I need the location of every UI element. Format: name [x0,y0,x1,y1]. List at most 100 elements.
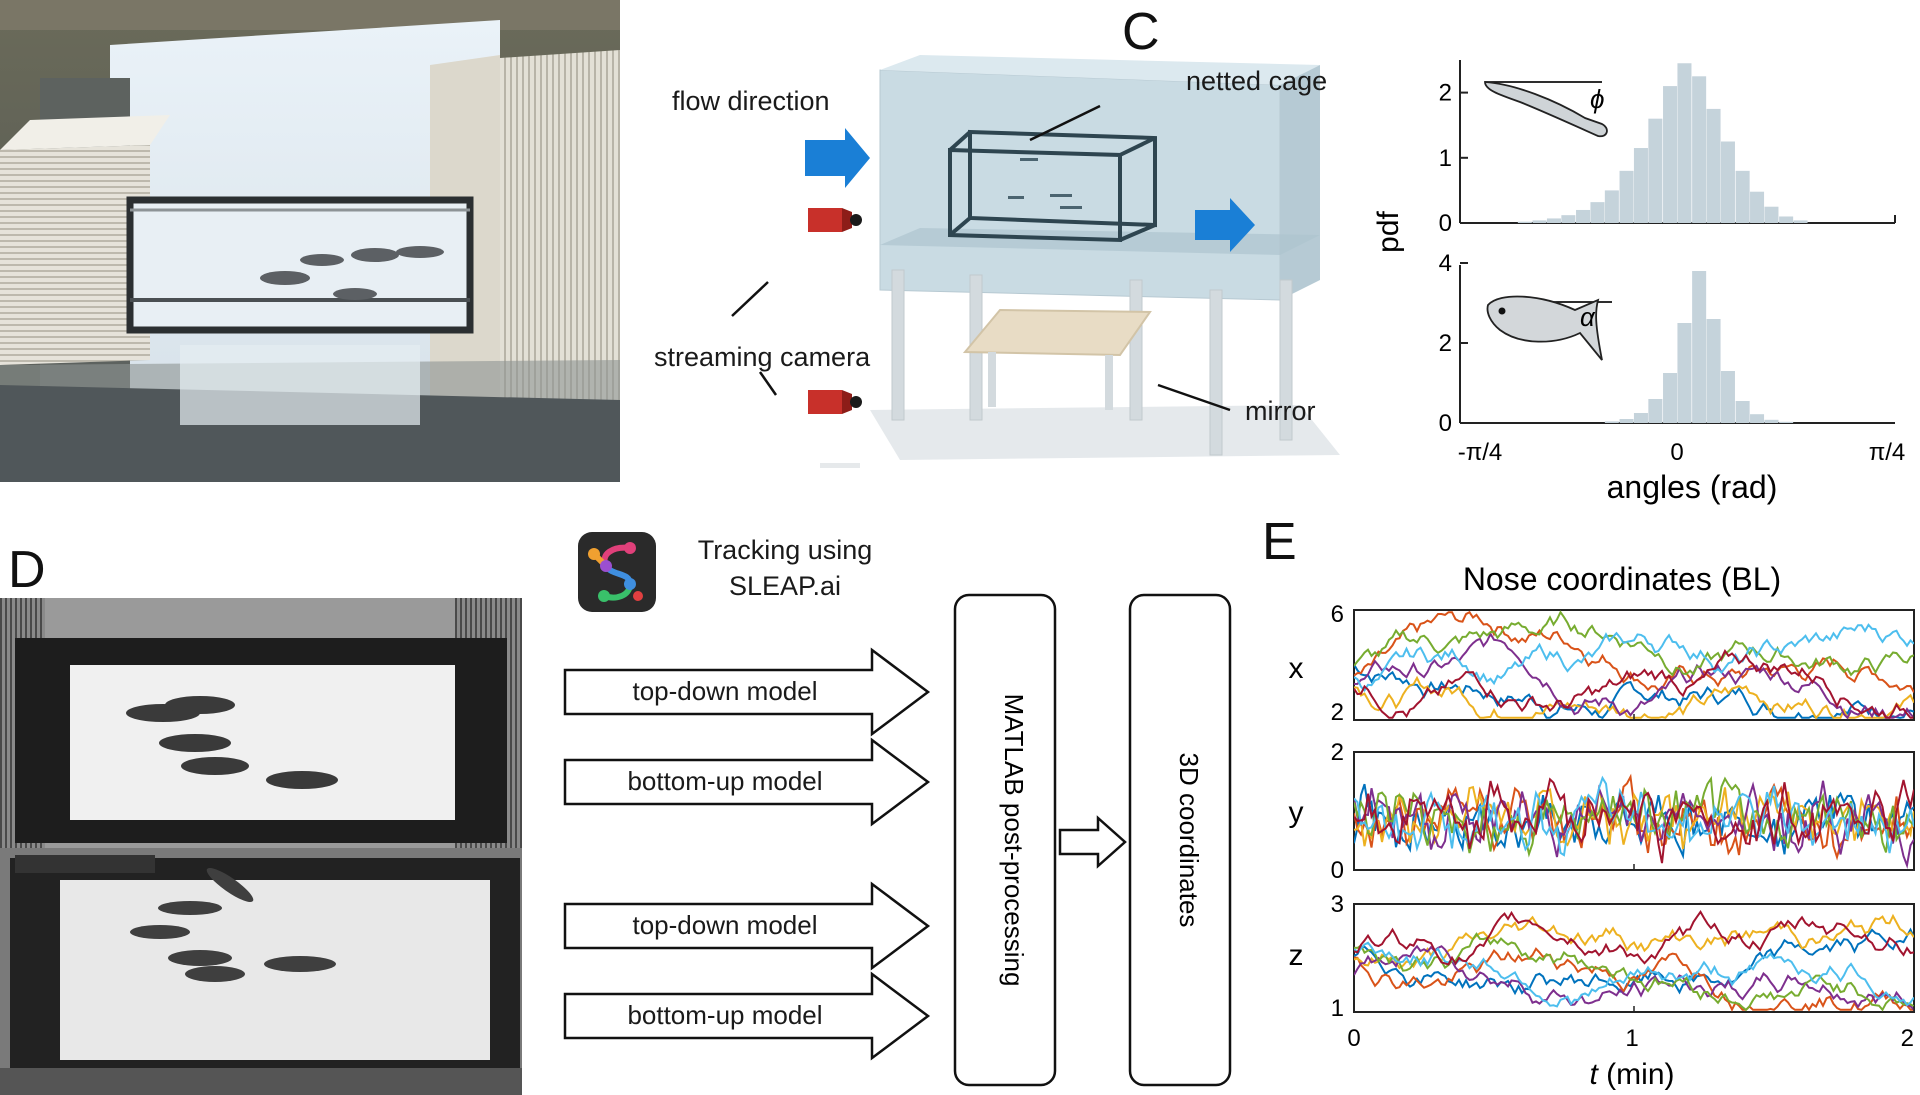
label-streaming-camera: streaming camera [654,342,871,372]
c-bottom-bar-5 [1677,323,1692,423]
camera-bottom [808,390,862,414]
panel-b-schematic [731,55,1340,468]
c-top-bar-10 [1663,86,1678,223]
e-z-bot-tick: 1 [1331,995,1344,1022]
e-y-series-6 [1354,777,1914,864]
d-top-frame [0,598,522,853]
c-bottom-bar-12 [1779,421,1794,423]
e-z-series-6 [1354,910,1914,966]
c-xtick-right: π/4 [1869,439,1906,466]
c-xtick-left: -π/4 [1458,439,1503,466]
e-row-label-y: y [1289,796,1304,829]
c-bottom-bar-9 [1735,401,1750,423]
e-x-bot-tick: 2 [1331,699,1344,726]
c-top-bar-6 [1604,190,1619,223]
c-top-bar-18 [1779,216,1794,223]
c-top-bar-0 [1517,221,1532,223]
e-y-series-4 [1354,775,1914,858]
e-x-top-tick: 6 [1331,601,1344,628]
e-y-top-tick: 2 [1331,739,1344,766]
model-arrows [563,647,931,1061]
c-top-ytick-0: 0 [1439,210,1452,237]
c-bottom-bar-7 [1706,319,1721,423]
e-z-series-5 [1354,941,1914,1008]
c-top-bar-5 [1590,202,1605,223]
c-top-bar-15 [1735,170,1750,223]
tracking-label: Tracking using SLEAP.ai [680,532,890,604]
arrow-top-down-2 [563,881,931,971]
c-top-bar-1 [1532,220,1547,223]
c-xtick-zero: 0 [1670,439,1683,466]
c-top-bar-9 [1648,118,1663,223]
c-top-bar-2 [1546,218,1561,223]
c-bottom-bar-10 [1750,414,1765,423]
e-row-label-z: z [1289,939,1304,972]
e-y-bot-tick: 0 [1331,857,1344,884]
arrow-matlab-to-3d [1058,815,1127,869]
c-xlabel: angles (rad) [1607,469,1778,505]
panel-letter-e: E [1262,513,1297,571]
e-x-series-3 [1354,631,1914,720]
model-label-2: bottom-up model [627,766,823,796]
panel-letter-c: C [1122,3,1160,61]
sleap-logo-icon [578,532,656,612]
label-mirror: mirror [1245,396,1316,426]
e-xlabel: t (min) [1590,1058,1675,1091]
e-t-tick-2: 2 [1901,1025,1914,1052]
c-bottom-bar-1 [1619,419,1634,423]
arrow-bottom-up-1 [563,737,931,827]
panel-c-histograms: pdf 0 1 2 0 2 4 -π/4 0 π/4 angles (rad) ϕ α [1372,60,1906,505]
label-netted-cage: netted cage [1186,66,1328,96]
matlab-label: MATLAB post-processing [999,694,1029,987]
c-top-bar-7 [1619,170,1634,223]
c-ylabel: pdf [1372,210,1405,252]
c-top-bar-4 [1576,209,1591,223]
coords3d-box [1128,593,1232,1087]
c-bottom-ytick-1: 2 [1439,330,1452,357]
e-row-label-x: x [1289,652,1304,685]
fish-inset-top-icon: ϕ [1484,81,1608,138]
c-bottom-ytick-0: 0 [1439,410,1452,437]
c-bottom-bar-3 [1648,399,1663,423]
panel-d-frames [0,598,522,1095]
c-top-bar-16 [1750,191,1765,223]
e-x-series-6 [1354,649,1914,719]
c-bottom-bar-6 [1692,271,1707,423]
flow-arrow-out [1195,198,1255,252]
model-label-1: top-down model [632,676,818,706]
e-xlabel-unit: (min) [1598,1058,1675,1091]
c-top-bar-12 [1692,76,1707,223]
e-title: Nose coordinates (BL) [1463,561,1781,597]
c-top-bar-8 [1633,148,1648,223]
tracking-line2: SLEAP.ai [728,571,842,601]
c-bottom-bar-8 [1720,371,1735,423]
c-top-ytick-1: 1 [1439,145,1452,172]
c-bottom-bar-11 [1764,419,1779,423]
c-symbol-alpha: α [1580,302,1596,332]
e-x-series-4 [1354,610,1914,677]
e-xlabel-t: t [1590,1058,1600,1091]
c-top-bar-19 [1793,220,1808,223]
e-x-series-5 [1354,623,1914,693]
fish-inset-bottom-icon: α [1486,295,1612,361]
c-top-bar-11 [1677,63,1692,224]
arrow-top-down-1 [563,647,931,737]
c-top-bar-14 [1720,141,1735,223]
model-label-3: top-down model [632,910,818,940]
e-z-series-1 [1354,947,1914,1012]
c-top-axes: 012 [1439,60,1896,237]
arrow-bottom-up-2 [563,971,931,1061]
processing-boxes: MATLAB post-processing 3D coordinates [953,593,1232,1087]
panel-a-photo [0,0,620,482]
panel-letter-d: D [8,541,46,599]
panel-e-timeseries: Nose coordinates (BL) x y z 6 2 2 0 3 1 … [1289,561,1915,1091]
e-z-series-3 [1354,944,1914,1011]
e-x-series-1 [1354,610,1914,693]
matlab-box [953,593,1057,1087]
camera-top [808,208,862,232]
c-bottom-ytick-2: 4 [1439,250,1452,277]
tracking-line1: Tracking using [697,535,873,565]
c-top-bar-17 [1764,206,1779,223]
c-bottom-axes: 0 2 4 [1439,250,1895,437]
e-t-tick-0: 0 [1347,1025,1360,1052]
